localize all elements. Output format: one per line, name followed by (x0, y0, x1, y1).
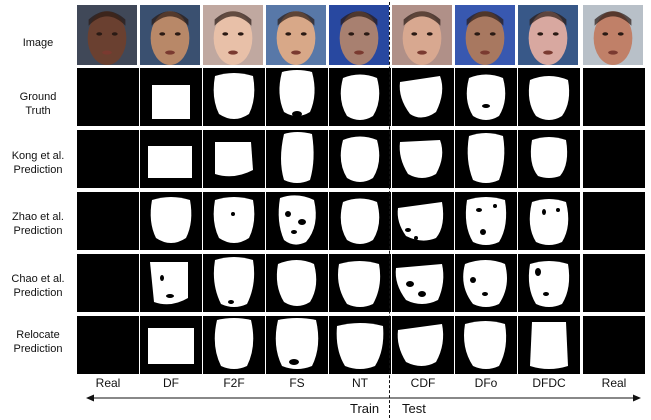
face-image-real-1 (77, 5, 137, 65)
chao-cell-dfo (455, 254, 517, 312)
relocate-cell-fs (266, 316, 328, 374)
relocate-cell-f2f (203, 316, 265, 374)
row-label-kong: Kong et al. Prediction (11, 150, 65, 176)
kong-cell-f2f (203, 130, 265, 188)
zhao-cell-df (140, 192, 202, 250)
kong-cell-dfdc (518, 130, 580, 188)
face-image-dfo (455, 5, 515, 65)
col-label-dfo: DFo (474, 376, 498, 390)
relocate-cell-cdf (392, 316, 454, 374)
face-image-fs (266, 5, 326, 65)
zhao-cell-dfo (455, 192, 517, 250)
ground-truth-cell-cdf (392, 68, 454, 126)
relocate-cell-dfdc (518, 316, 580, 374)
chao-cell-nt (329, 254, 391, 312)
chao-cell-fs (266, 254, 328, 312)
col-label-real-1: Real (95, 376, 121, 390)
ground-truth-cell-dfo (455, 68, 517, 126)
chao-cell-f2f (203, 254, 265, 312)
col-label-real-2: Real (601, 376, 627, 390)
train-test-divider (389, 2, 390, 418)
chao-cell-real-2 (583, 254, 645, 312)
row-label-image: Image (22, 37, 54, 49)
kong-cell-nt (329, 130, 391, 188)
train-label: Train (350, 401, 380, 416)
relocate-cell-real-2 (583, 316, 645, 374)
ground-truth-cell-nt (329, 68, 391, 126)
kong-cell-df (140, 130, 202, 188)
relocate-cell-dfo (455, 316, 517, 374)
chao-cell-dfdc (518, 254, 580, 312)
row-label-ground-truth: Ground Truth (19, 91, 57, 117)
row-label-zhao: Zhao et al. Prediction (12, 211, 64, 237)
zhao-cell-cdf (392, 192, 454, 250)
zhao-cell-real-2 (583, 192, 645, 250)
relocate-cell-nt (329, 316, 391, 374)
col-label-dfdc: DFDC (532, 376, 566, 390)
chao-cell-real-1 (77, 254, 139, 312)
face-image-nt (329, 5, 389, 65)
col-label-df: DF (163, 376, 179, 390)
kong-cell-dfo (455, 130, 517, 188)
zhao-cell-real-1 (77, 192, 139, 250)
ground-truth-cell-fs (266, 68, 328, 126)
chao-cell-cdf (392, 254, 454, 312)
chao-cell-df (140, 254, 202, 312)
zhao-cell-nt (329, 192, 391, 250)
face-image-cdf (392, 5, 452, 65)
col-label-nt: NT (352, 376, 368, 390)
kong-cell-cdf (392, 130, 454, 188)
row-label-relocate: Relocate Prediction (13, 329, 63, 355)
col-label-f2f: F2F (223, 376, 245, 390)
kong-cell-real-2 (583, 130, 645, 188)
row-label-chao: Chao et al. Prediction (11, 273, 65, 299)
face-image-dfdc (518, 5, 578, 65)
ground-truth-cell-dfdc (518, 68, 580, 126)
double-arrow-icon (86, 394, 641, 402)
ground-truth-cell-f2f (203, 68, 265, 126)
face-image-real-2 (583, 5, 643, 65)
zhao-cell-f2f (203, 192, 265, 250)
col-label-fs: FS (289, 376, 305, 390)
relocate-cell-real-1 (77, 316, 139, 374)
col-label-cdf: CDF (410, 376, 436, 390)
kong-cell-real-1 (77, 130, 139, 188)
test-label: Test (402, 401, 426, 416)
ground-truth-cell-df (140, 68, 202, 126)
zhao-cell-fs (266, 192, 328, 250)
zhao-cell-dfdc (518, 192, 580, 250)
face-image-df (140, 5, 200, 65)
face-image-f2f (203, 5, 263, 65)
relocate-cell-df (140, 316, 202, 374)
ground-truth-cell-real-2 (583, 68, 645, 126)
kong-cell-fs (266, 130, 328, 188)
ground-truth-cell-real-1 (77, 68, 139, 126)
